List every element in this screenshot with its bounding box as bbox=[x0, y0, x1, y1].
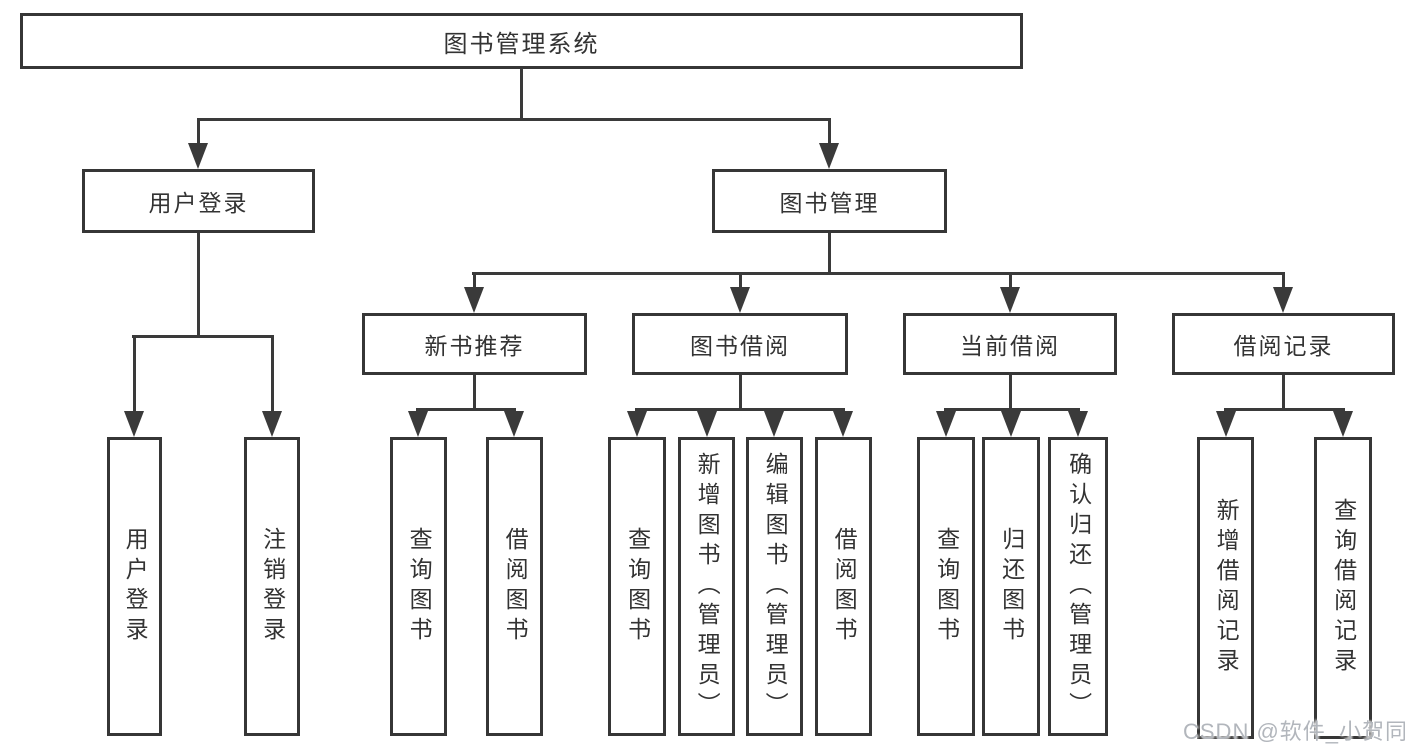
arrow-down-icon bbox=[936, 411, 956, 437]
node-label: 查询借阅记录 bbox=[1330, 498, 1357, 678]
arrow-down-icon bbox=[730, 287, 750, 313]
connector-line bbox=[473, 375, 476, 411]
connector-line bbox=[739, 375, 742, 411]
connector-line bbox=[520, 68, 523, 120]
node-book-borrowing: 图书借阅 bbox=[632, 313, 848, 375]
node-label: 当前借阅 bbox=[960, 333, 1060, 359]
connector-line bbox=[1009, 272, 1012, 292]
arrow-down-icon bbox=[819, 143, 839, 169]
node-borrow-books-borrowing: 借阅图书 bbox=[815, 437, 872, 736]
connector-line bbox=[197, 118, 200, 148]
connector-line bbox=[1282, 375, 1285, 411]
node-book-management: 图书管理 bbox=[712, 169, 947, 233]
node-label: 查询图书 bbox=[624, 526, 651, 647]
connector-line bbox=[472, 272, 1285, 275]
connector-line bbox=[197, 233, 200, 338]
arrow-down-icon bbox=[464, 287, 484, 313]
node-new-book-recommendation: 新书推荐 bbox=[362, 313, 587, 375]
node-current-borrowing: 当前借阅 bbox=[903, 313, 1117, 375]
arrow-down-icon bbox=[1216, 411, 1236, 437]
arrow-down-icon bbox=[1333, 411, 1353, 437]
node-add-borrow-record: 新增借阅记录 bbox=[1197, 437, 1254, 739]
node-label: 新增借阅记录 bbox=[1213, 498, 1240, 678]
node-label: 确认归还（管理员） bbox=[1065, 451, 1092, 722]
arrow-down-icon bbox=[408, 411, 428, 437]
node-label: 查询图书 bbox=[406, 526, 433, 647]
arrow-down-icon bbox=[764, 411, 784, 437]
node-add-books-admin: 新增图书（管理员） bbox=[678, 437, 735, 736]
node-query-books-borrowing: 查询图书 bbox=[608, 437, 666, 736]
arrow-down-icon bbox=[1000, 287, 1020, 313]
arrow-down-icon bbox=[627, 411, 647, 437]
node-logout: 注销登录 bbox=[244, 437, 300, 736]
connector-line bbox=[133, 335, 136, 417]
node-user-login: 用户登录 bbox=[82, 169, 315, 233]
node-label: 用户登录 bbox=[122, 526, 149, 647]
node-borrow-books-recommend: 借阅图书 bbox=[486, 437, 543, 736]
connector-line bbox=[828, 118, 831, 148]
connector-line bbox=[132, 335, 274, 338]
connector-line bbox=[473, 272, 476, 292]
node-label: 编辑图书（管理员） bbox=[762, 451, 789, 722]
connector-line bbox=[1282, 272, 1285, 292]
connector-line bbox=[271, 335, 274, 417]
node-return-books: 归还图书 bbox=[982, 437, 1040, 736]
node-label: 借阅记录 bbox=[1233, 333, 1334, 359]
node-label: 新增图书（管理员） bbox=[694, 451, 721, 722]
connector-line bbox=[828, 233, 831, 275]
node-label: 借阅图书 bbox=[502, 526, 529, 647]
arrow-down-icon bbox=[1273, 287, 1293, 313]
connector-line bbox=[635, 408, 845, 411]
node-borrowing-records: 借阅记录 bbox=[1172, 313, 1395, 375]
node-query-books-recommend: 查询图书 bbox=[390, 437, 447, 736]
node-label: 新书推荐 bbox=[424, 333, 525, 359]
node-label: 借阅图书 bbox=[831, 526, 858, 647]
connector-line bbox=[197, 118, 831, 121]
node-query-books-current: 查询图书 bbox=[917, 437, 975, 736]
connector-line bbox=[1009, 375, 1012, 411]
node-edit-books-admin: 编辑图书（管理员） bbox=[746, 437, 803, 736]
connector-line bbox=[739, 272, 742, 292]
node-label: 用户登录 bbox=[148, 190, 249, 216]
node-label: 图书管理系统 bbox=[443, 30, 600, 58]
arrow-down-icon bbox=[188, 143, 208, 169]
node-user-login-leaf: 用户登录 bbox=[107, 437, 162, 736]
node-query-borrow-record: 查询借阅记录 bbox=[1314, 437, 1372, 739]
connector-line bbox=[416, 408, 516, 411]
arrow-down-icon bbox=[697, 411, 717, 437]
arrow-down-icon bbox=[262, 411, 282, 437]
connector-line bbox=[1224, 408, 1345, 411]
node-confirm-return-admin: 确认归还（管理员） bbox=[1048, 437, 1108, 736]
arrow-down-icon bbox=[504, 411, 524, 437]
arrow-down-icon bbox=[124, 411, 144, 437]
node-label: 归还图书 bbox=[998, 526, 1025, 647]
node-label: 查询图书 bbox=[933, 526, 960, 647]
watermark-text: CSDN @软件_小贺同学 bbox=[1183, 719, 1405, 744]
node-library-management-system: 图书管理系统 bbox=[20, 13, 1023, 69]
arrow-down-icon bbox=[833, 411, 853, 437]
arrow-down-icon bbox=[1068, 411, 1088, 437]
node-label: 注销登录 bbox=[259, 526, 286, 647]
node-label: 图书管理 bbox=[779, 190, 880, 216]
arrow-down-icon bbox=[1001, 411, 1021, 437]
node-label: 图书借阅 bbox=[690, 333, 790, 359]
